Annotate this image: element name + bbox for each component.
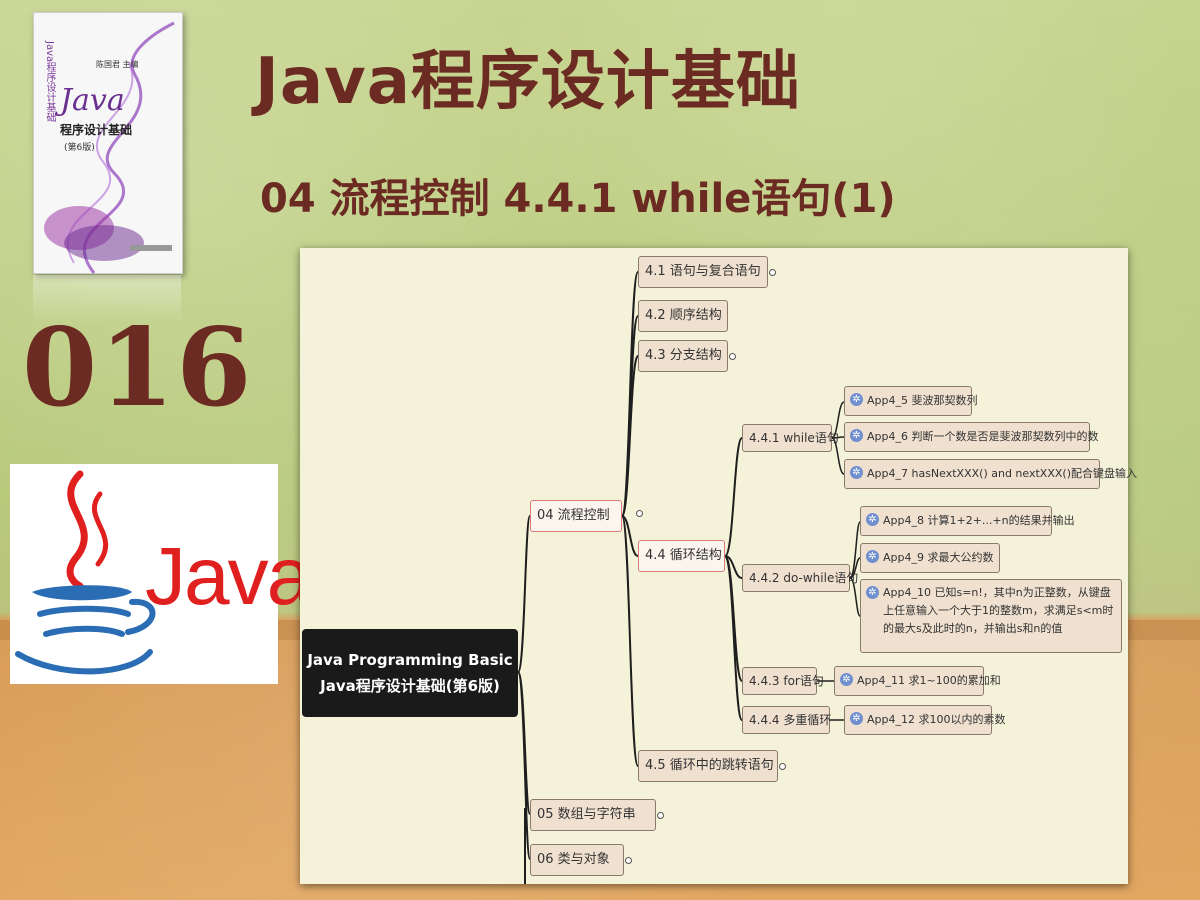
- node-4-4-2[interactable]: 4.4.2 do-while语句: [742, 564, 858, 592]
- gear-icon: ✲: [866, 513, 879, 526]
- book-edition: (第6版): [64, 143, 95, 153]
- leaf-label: App4_6 判断一个数是否是斐波那契数列中的数: [867, 430, 1099, 443]
- node-section-4-4[interactable]: 4.4 循环结构: [638, 540, 725, 572]
- node-chapter-05[interactable]: 05 数组与字符串: [530, 799, 664, 831]
- node-label: 4.5 循环中的跳转语句: [645, 758, 774, 773]
- node-section-4-5[interactable]: 4.5 循环中的跳转语句: [638, 750, 786, 782]
- leaf-app4-12[interactable]: ✲ App4_12 求100以内的素数: [844, 705, 1005, 735]
- leaf-label: App4_5 斐波那契数列: [867, 394, 978, 407]
- java-logo: Java: [10, 464, 312, 684]
- book-name: 程序设计基础: [60, 123, 133, 137]
- node-section-4-2[interactable]: 4.2 顺序结构: [638, 300, 728, 332]
- node-chapter-04[interactable]: 04 流程控制: [530, 500, 622, 532]
- gear-icon: ✲: [840, 673, 853, 686]
- node-label: 4.1 语句与复合语句: [645, 264, 761, 279]
- node-label: 06 类与对象: [537, 852, 610, 867]
- leaf-app4-5[interactable]: ✲ App4_5 斐波那契数列: [844, 386, 977, 416]
- expand-toggle[interactable]: [625, 857, 632, 864]
- leaf-label: App4_10 已知s=n!，其中n为正整数，从键盘上任意输入一个大于1的整数m…: [883, 586, 1114, 635]
- leaf-app4-11[interactable]: ✲ App4_11 求1~100的累加和: [834, 666, 1001, 696]
- leaf-label: App4_11 求1~100的累加和: [857, 674, 1001, 687]
- book-author: 陈国君 主编: [96, 60, 139, 69]
- book-cover: Java程序设计基础 陈国君 主编 Java 程序设计基础 (第6版): [33, 12, 183, 274]
- leaf-label: App4_9 求最大公约数: [883, 551, 994, 564]
- node-label: 4.3 分支结构: [645, 348, 722, 363]
- leaf-app4-10[interactable]: ✲ App4_10 已知s=n!，其中n为正整数，从键盘上任意输入一个大于1的整…: [860, 579, 1122, 653]
- page-subtitle: 04 流程控制 4.4.1 while语句(1): [260, 176, 896, 222]
- node-section-4-3[interactable]: 4.3 分支结构: [638, 340, 736, 372]
- gear-icon: ✲: [850, 712, 863, 725]
- node-section-4-1[interactable]: 4.1 语句与复合语句: [638, 256, 776, 288]
- mindmap-canvas[interactable]: Java Programming Basic Java程序设计基础(第6版) 0…: [300, 248, 1137, 884]
- java-coffee-cup-icon: [15, 470, 156, 675]
- java-logo-text: Java: [145, 531, 312, 622]
- leaf-label: App4_7 hasNextXXX() and nextXXX()配合键盘输入: [867, 467, 1137, 480]
- book-smoke-art: [44, 21, 175, 274]
- gear-icon: ✲: [850, 393, 863, 406]
- root-title-en: Java Programming Basic: [307, 651, 513, 669]
- book-spine-text: Java程序设计基础: [44, 41, 55, 123]
- gear-icon: ✲: [850, 429, 863, 442]
- leaf-label: App4_8 计算1+2+...+n的结果并输出: [883, 514, 1075, 527]
- leaf-app4-7[interactable]: ✲ App4_7 hasNextXXX() and nextXXX()配合键盘输…: [844, 459, 1137, 489]
- gear-icon: ✲: [866, 586, 879, 599]
- node-chapter-06[interactable]: 06 类与对象: [530, 844, 632, 876]
- node-4-4-1[interactable]: 4.4.1 while语句: [742, 424, 839, 452]
- gear-icon: ✲: [866, 550, 879, 563]
- gear-icon: ✲: [850, 466, 863, 479]
- expand-toggle[interactable]: [729, 353, 736, 360]
- expand-toggle[interactable]: [769, 269, 776, 276]
- expand-toggle[interactable]: [779, 763, 786, 770]
- node-4-4-3[interactable]: 4.4.3 for语句: [742, 667, 824, 695]
- node-label: 05 数组与字符串: [537, 807, 636, 822]
- mindmap-connectors: [517, 271, 861, 884]
- expand-toggle[interactable]: [636, 510, 643, 517]
- node-4-4-4[interactable]: 4.4.4 多重循环: [742, 706, 831, 734]
- expand-toggle[interactable]: [657, 812, 664, 819]
- episode-number: 016: [22, 305, 254, 431]
- root-title-zh: Java程序设计基础(第6版): [320, 677, 500, 695]
- leaf-app4-6[interactable]: ✲ App4_6 判断一个数是否是斐波那契数列中的数: [844, 422, 1098, 452]
- mindmap-root-node[interactable]: Java Programming Basic Java程序设计基础(第6版): [302, 629, 518, 717]
- leaf-app4-8[interactable]: ✲ App4_8 计算1+2+...+n的结果并输出: [860, 506, 1075, 536]
- book-publisher-mark: [130, 245, 172, 251]
- page-title: Java程序设计基础: [255, 45, 801, 119]
- leaf-label: App4_12 求100以内的素数: [867, 713, 1006, 726]
- book-reflection: [33, 275, 181, 325]
- leaf-app4-9[interactable]: ✲ App4_9 求最大公约数: [860, 543, 1000, 573]
- book-brand: Java: [60, 83, 125, 118]
